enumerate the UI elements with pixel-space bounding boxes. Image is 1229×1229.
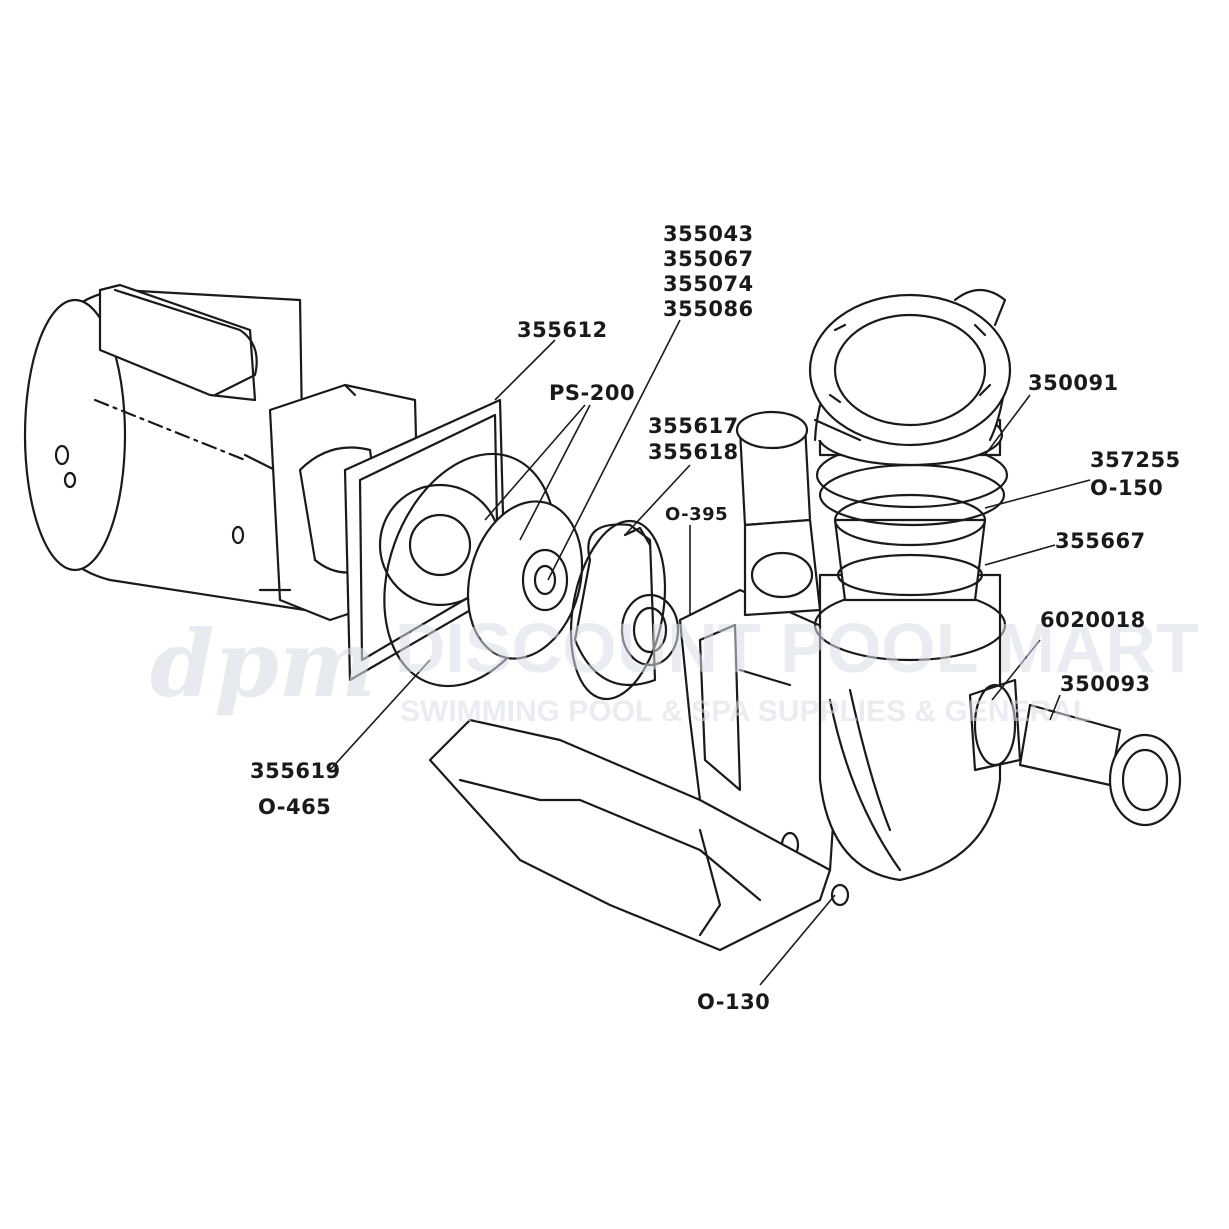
watermark-logo: dpm — [150, 610, 377, 718]
leader-355619 — [329, 659, 431, 771]
label-357255: 357255 — [1090, 448, 1181, 472]
label-355618: 355618 — [648, 440, 739, 464]
label-355067: 355067 — [663, 247, 754, 271]
leader-350091 — [984, 394, 1031, 456]
label-355612: 355612 — [517, 318, 608, 342]
watermark-tagline: SWIMMING POOL & SPA SUPPLIES & GENERAL — [400, 695, 1092, 728]
pump-base — [428, 718, 850, 952]
label-355074: 355074 — [663, 272, 754, 296]
leader-o130 — [759, 894, 836, 986]
label-o-130: O-130 — [697, 990, 771, 1014]
label-o-395: O-395 — [665, 504, 729, 525]
label-355617: 355617 — [648, 414, 739, 438]
leader-350093 — [1049, 694, 1061, 721]
label-ps-200: PS-200 — [549, 381, 636, 405]
leader-ps200-a — [484, 404, 586, 521]
label-355043: 355043 — [663, 222, 754, 246]
leader-355043 — [547, 319, 681, 581]
label-355619: 355619 — [250, 759, 341, 783]
strainer-pot — [813, 573, 1007, 882]
label-355667: 355667 — [1055, 529, 1146, 553]
label-350091: 350091 — [1028, 371, 1119, 395]
leader-355612 — [494, 339, 556, 401]
label-6020018: 6020018 — [1040, 608, 1146, 632]
leader-lines — [329, 319, 1091, 986]
leader-6020018 — [991, 639, 1041, 701]
label-o-150: O-150 — [1090, 476, 1164, 500]
label-355086: 355086 — [663, 297, 754, 321]
motor — [23, 283, 307, 612]
leader-ps200-b — [519, 404, 591, 541]
watermark-brand: DISCOUNT POOL MART — [395, 609, 1199, 687]
mechanical-seal — [620, 593, 680, 667]
leader-357255 — [984, 479, 1091, 509]
leader-355617 — [624, 464, 691, 536]
outlet-union — [735, 410, 822, 617]
lock-ring — [808, 288, 1012, 447]
leader-355667 — [984, 544, 1056, 566]
label-o-465: O-465 — [258, 795, 332, 819]
strainer-basket — [833, 493, 987, 602]
label-350093: 350093 — [1060, 672, 1151, 696]
inlet-union — [968, 678, 1182, 827]
